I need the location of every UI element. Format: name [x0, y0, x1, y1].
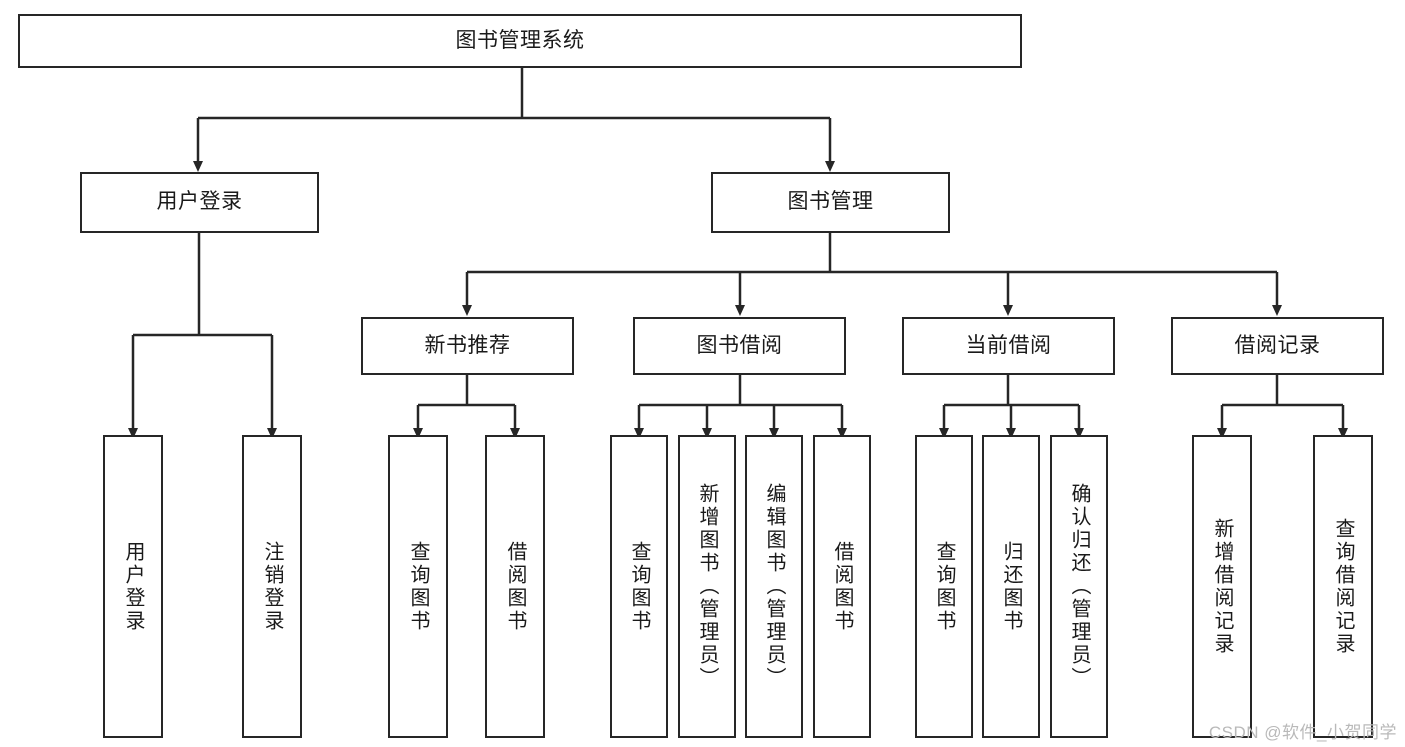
node-label: 新书推荐 [424, 333, 511, 357]
node-book-borrow[interactable]: 图书借阅 [633, 317, 846, 375]
node-label: 图书借阅 [696, 333, 783, 357]
node-user-login[interactable]: 用户登录 [80, 172, 319, 233]
node-new-book-recommend[interactable]: 新书推荐 [361, 317, 574, 375]
node-label: 查询图书 [407, 540, 429, 633]
leaf-book-borrow-add[interactable]: 新增图书（管理员） [678, 435, 736, 738]
node-label: 当前借阅 [965, 333, 1052, 357]
leaf-current-borrow-query[interactable]: 查询图书 [915, 435, 973, 738]
leaf-book-borrow-borrow[interactable]: 借阅图书 [813, 435, 871, 738]
watermark: CSDN @软件_小贺同学 [1208, 723, 1397, 742]
node-label: 新增图书（管理员） [696, 483, 718, 690]
node-label: 用户登录 [156, 190, 243, 214]
node-label: 查询图书 [933, 540, 955, 633]
leaf-borrow-record-query[interactable]: 查询借阅记录 [1313, 435, 1373, 738]
leaf-new-book-borrow[interactable]: 借阅图书 [485, 435, 545, 738]
node-book-management[interactable]: 图书管理 [711, 172, 950, 233]
node-label: 借阅图书 [504, 540, 526, 633]
node-borrow-record[interactable]: 借阅记录 [1171, 317, 1384, 375]
node-label: 查询借阅记录 [1332, 517, 1354, 656]
node-label: 借阅图书 [831, 540, 853, 633]
node-label: 图书管理 [787, 190, 874, 214]
leaf-user-login-logout[interactable]: 注销登录 [242, 435, 302, 738]
leaf-book-borrow-edit[interactable]: 编辑图书（管理员） [745, 435, 803, 738]
node-label: 确认归还（管理员） [1068, 483, 1090, 690]
leaf-book-borrow-query[interactable]: 查询图书 [610, 435, 668, 738]
leaf-current-borrow-return[interactable]: 归还图书 [982, 435, 1040, 738]
node-label: 注销登录 [261, 540, 283, 633]
leaf-user-login-login[interactable]: 用户登录 [103, 435, 163, 738]
leaf-new-book-query[interactable]: 查询图书 [388, 435, 448, 738]
node-current-borrow[interactable]: 当前借阅 [902, 317, 1115, 375]
node-root-book-management-system[interactable]: 图书管理系统 [18, 14, 1022, 68]
node-label: 图书管理系统 [455, 28, 585, 52]
leaf-borrow-record-add[interactable]: 新增借阅记录 [1192, 435, 1252, 738]
leaf-current-borrow-confirm-return[interactable]: 确认归还（管理员） [1050, 435, 1108, 738]
node-label: 用户登录 [122, 540, 144, 633]
node-label: 查询图书 [628, 540, 650, 633]
node-label: 归还图书 [1000, 540, 1022, 633]
node-label: 新增借阅记录 [1211, 517, 1233, 656]
node-label: 借阅记录 [1234, 333, 1321, 357]
node-label: 编辑图书（管理员） [763, 483, 785, 690]
